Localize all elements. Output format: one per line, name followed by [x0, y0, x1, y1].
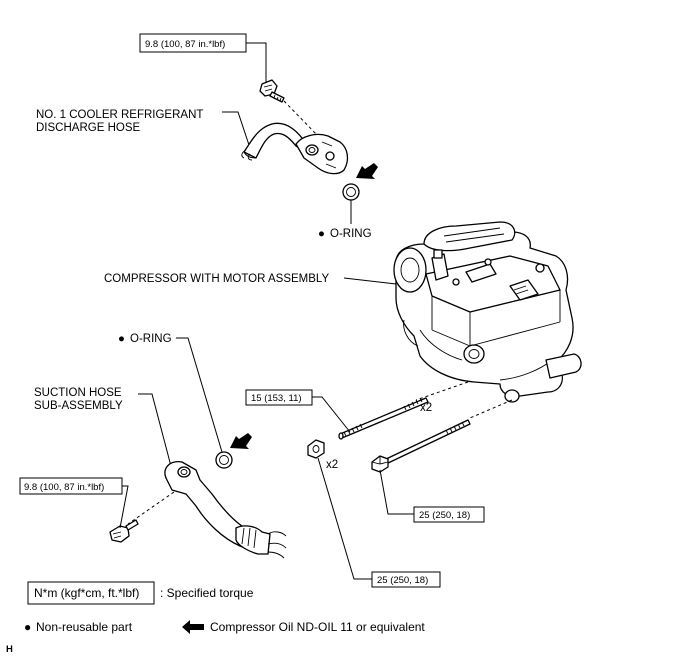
suction-hose: [164, 461, 287, 559]
svg-text:O-RING: O-RING: [130, 333, 172, 345]
svg-text:N*m (kgf*cm, ft.*lbf): N*m (kgf*cm, ft.*lbf): [34, 586, 139, 600]
discharge-hose: [241, 122, 349, 175]
svg-text:25 (250, 18): 25 (250, 18): [419, 510, 470, 521]
svg-text:25 (250, 18): 25 (250, 18): [377, 575, 428, 586]
bullet-icon: ●: [24, 620, 31, 634]
svg-text:9.8 (100, 87 in.*lbf): 9.8 (100, 87 in.*lbf): [145, 39, 225, 50]
oring-left-label: ● O-RING: [118, 333, 223, 453]
svg-text:15 (153, 11): 15 (153, 11): [251, 393, 302, 404]
legend-nonreusable: ● Non-reusable part: [24, 620, 133, 634]
torque-callout-stud: 15 (153, 11): [245, 389, 351, 433]
long-bolt: [371, 419, 471, 473]
discharge-hose-bolt: [259, 79, 285, 103]
svg-text:Non-reusable part: Non-reusable part: [36, 620, 133, 634]
oring-left: [215, 451, 233, 469]
discharge-hose-label: NO. 1 COOLER REFRIGERANT DISCHARGE HOSE: [36, 109, 251, 149]
svg-text:Compressor Oil ND-OIL 11 or eq: Compressor Oil ND-OIL 11 or equivalent: [210, 620, 425, 634]
oring-top-label: ● O-RING: [318, 228, 372, 240]
arrow-icon: [182, 620, 204, 634]
stud-bolt: [338, 397, 429, 440]
corner-mark: H: [6, 644, 13, 655]
oring-top: [342, 183, 360, 201]
svg-text:●: ●: [318, 228, 325, 240]
compressor-label: COMPRESSOR WITH MOTOR ASSEMBLY: [104, 273, 397, 285]
svg-text:NO. 1 COOLER REFRIGERANT: NO. 1 COOLER REFRIGERANT: [36, 109, 203, 121]
torque-callout-bolt: 25 (250, 18): [379, 469, 485, 523]
svg-text:COMPRESSOR WITH MOTOR ASSEMBLY: COMPRESSOR WITH MOTOR ASSEMBLY: [104, 273, 329, 285]
torque-callout-nut: 25 (250, 18): [317, 457, 441, 588]
suction-hose-bolt: [109, 519, 139, 543]
legend-oil: Compressor Oil ND-OIL 11 or equivalent: [182, 620, 425, 634]
svg-text:: Specified torque: : Specified torque: [160, 586, 254, 600]
torque-callout-top: 9.8 (100, 87 in.*lbf): [139, 33, 267, 84]
suction-hose-label: SUCTION HOSE SUB-ASSEMBLY: [34, 387, 173, 471]
arrow-icon: [356, 163, 378, 179]
svg-text:SUCTION HOSE: SUCTION HOSE: [34, 387, 122, 399]
torque-callout-left: 9.8 (100, 87 in.*lbf): [19, 477, 129, 529]
svg-text:DISCHARGE HOSE: DISCHARGE HOSE: [36, 122, 140, 134]
nut-qty: x2: [326, 459, 338, 471]
compressor-assembly: [393, 221, 582, 403]
arrow-icon: [230, 433, 252, 449]
legend-torque: N*m (kgf*cm, ft.*lbf) : Specified torque: [27, 581, 254, 605]
svg-text:9.8 (100, 87 in.*lbf): 9.8 (100, 87 in.*lbf): [24, 482, 104, 493]
svg-text:●: ●: [118, 333, 125, 345]
svg-text:O-RING: O-RING: [330, 228, 372, 240]
nut: [307, 439, 325, 459]
stud-qty: x2: [420, 402, 432, 414]
svg-text:SUB-ASSEMBLY: SUB-ASSEMBLY: [34, 400, 123, 412]
